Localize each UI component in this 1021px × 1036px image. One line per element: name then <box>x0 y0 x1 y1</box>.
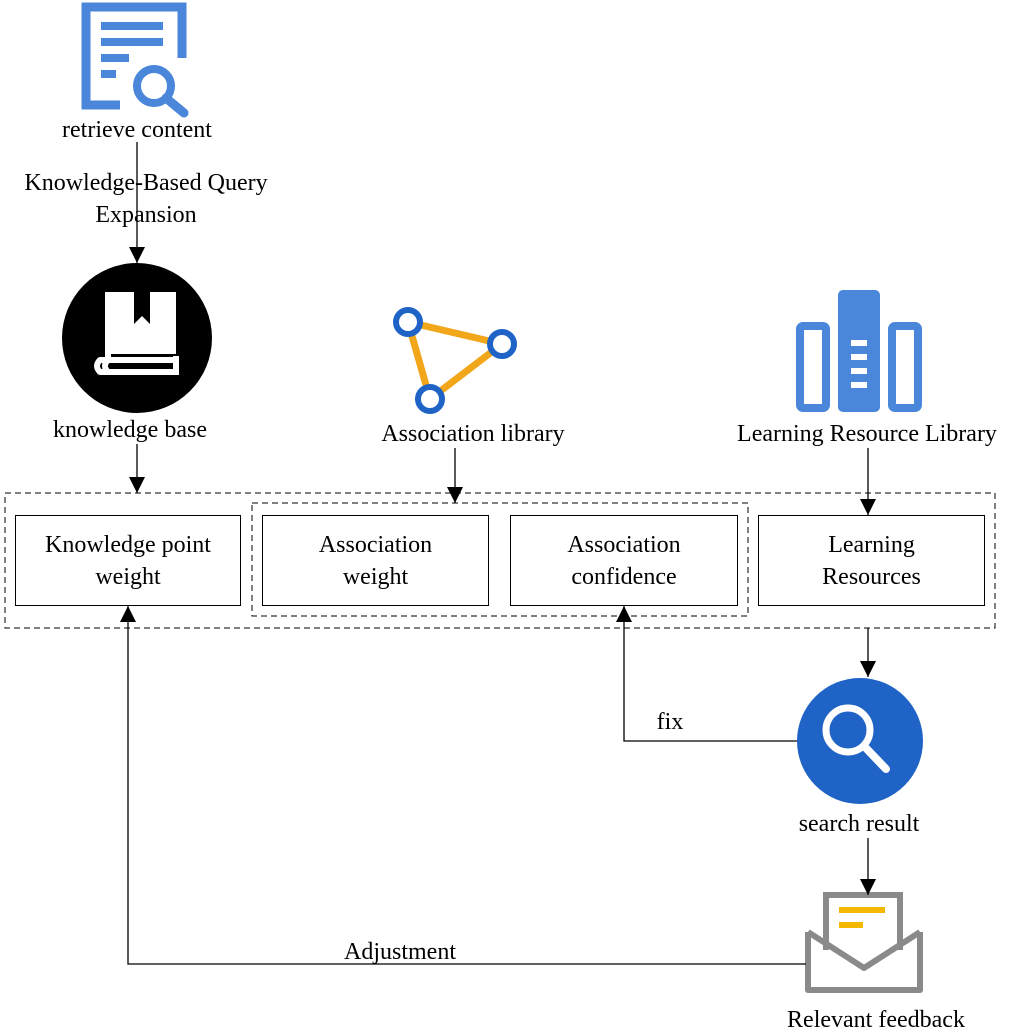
box-line: confidence <box>571 563 677 590</box>
query-expansion-label-line1: Knowledge-Based Query <box>24 170 268 196</box>
box-line: Knowledge point <box>45 531 211 558</box>
box-line: Association <box>567 531 681 558</box>
box-line: weight <box>95 563 161 590</box>
adjustment-label: Adjustment <box>344 939 456 965</box>
search-result-label: search result <box>798 811 920 837</box>
fix-label: fix <box>656 709 684 735</box>
learning-resources-box: Learning Resources <box>758 515 985 606</box>
search-icon <box>797 678 923 804</box>
query-expansion-label-line2: Expansion <box>95 202 197 228</box>
learning-resource-library-label: Learning Resource Library <box>737 421 997 447</box>
association-weight-box: Association weight <box>262 515 489 606</box>
edge-adjustment <box>120 606 806 965</box>
envelope-icon <box>805 892 923 993</box>
knowledge-base-label: knowledge base <box>53 417 207 443</box>
box-line: Association <box>318 531 433 558</box>
triangle-graph-icon <box>393 307 517 414</box>
outer-dashed-container <box>4 492 996 629</box>
association-library-label: Association library <box>381 421 565 447</box>
retrieve-content-label: retrieve content <box>62 117 212 143</box>
inner-dashed-container <box>251 502 749 617</box>
box-line: Learning <box>828 531 915 558</box>
box-line: weight <box>342 563 409 590</box>
edge-fix <box>616 606 797 742</box>
association-confidence-box: Association confidence <box>510 515 738 606</box>
bar-library-icon <box>796 290 922 412</box>
box-line: Resources <box>822 563 921 590</box>
book-icon <box>62 263 212 413</box>
knowledge-point-weight-box: Knowledge point weight <box>15 515 241 606</box>
document-search-icon <box>81 2 189 118</box>
relevant-feedback-label: Relevant feedback <box>787 1007 965 1033</box>
